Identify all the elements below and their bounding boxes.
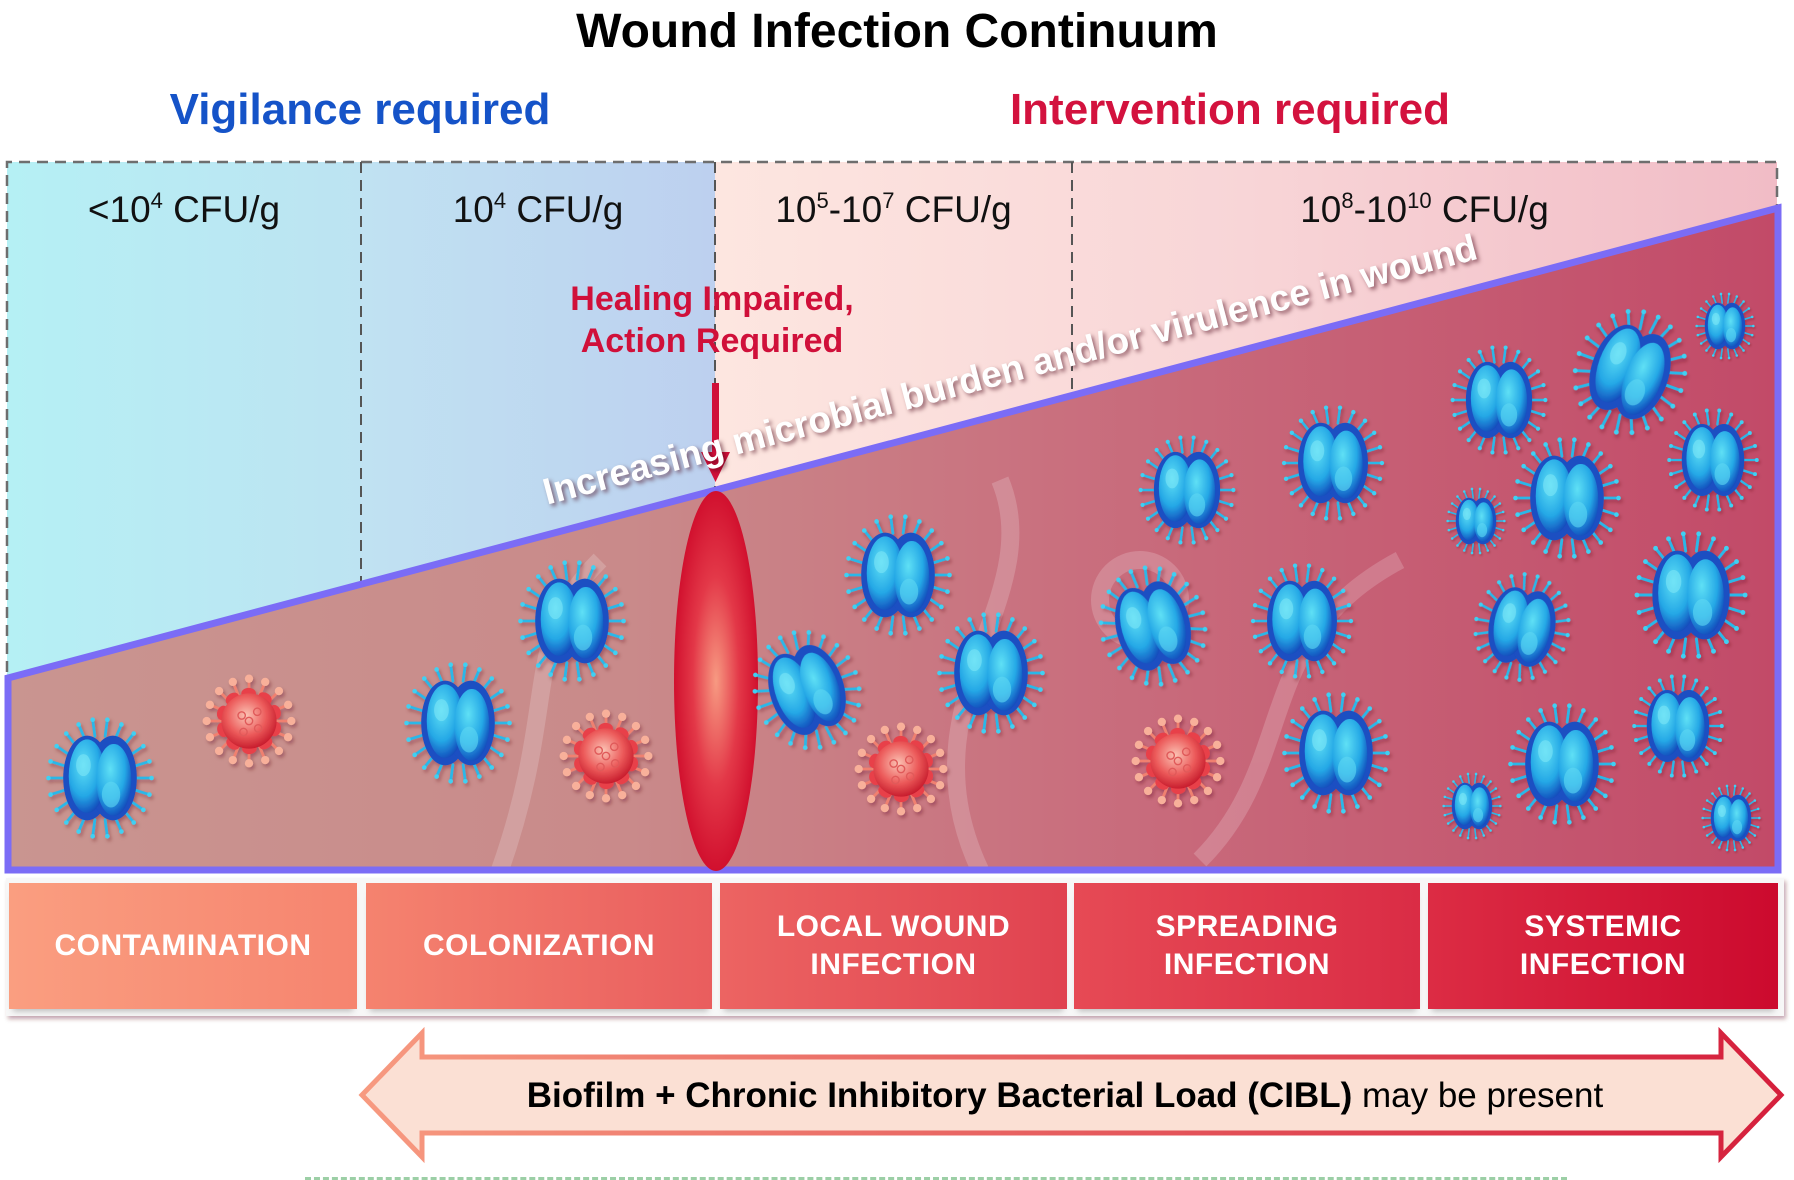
load-unit: CFU/g — [894, 189, 1012, 230]
stage-label: COLONIZATION — [422, 929, 656, 962]
load-exponent: 8 — [1341, 188, 1354, 213]
bacterium-icon — [1098, 565, 1208, 687]
bacterium-icon — [1282, 692, 1390, 814]
stage-label-line-1: SPREADING — [1155, 910, 1339, 943]
load-exponent: 5 — [816, 188, 829, 213]
virus-icon — [559, 709, 653, 803]
load-unit: CFU/g — [1431, 189, 1549, 230]
stage-label-line-1: LOCAL WOUND — [776, 910, 1011, 943]
bacterium-icon — [1513, 437, 1621, 559]
bacterium-icon — [404, 662, 512, 784]
bacterium-icon — [1667, 408, 1759, 512]
load-value: 10 — [1300, 189, 1342, 230]
load-label-2: 104 CFU/g — [361, 188, 715, 232]
load-exponent: 7 — [882, 188, 895, 213]
load-exponent: 4 — [150, 188, 163, 213]
stage-4-bg — [1074, 883, 1420, 1009]
bacterium-icon — [1632, 674, 1724, 778]
stage-3-bg — [720, 883, 1067, 1009]
bacterium-icon — [1473, 572, 1571, 682]
load-range-separator: -10 — [1353, 189, 1408, 230]
bacterium-icon — [1281, 405, 1385, 521]
stage-5-bg — [1428, 883, 1778, 1009]
load-zone-outline — [5, 160, 1779, 870]
biofilm-cibl-bold-text: Biofilm + Chronic Inhibitory Bacterial L… — [526, 1076, 1353, 1115]
load-label-3: 105-107 CFU/g — [715, 188, 1072, 232]
load-value: 10 — [775, 189, 817, 230]
bacterium-icon — [1634, 531, 1748, 659]
bacterium-icon — [1442, 772, 1502, 840]
stage-local-wound-infection: LOCAL WOUND INFECTION — [720, 883, 1067, 1009]
bacterium-icon — [1138, 435, 1236, 545]
load-exponent: 4 — [493, 188, 507, 213]
load-range-separator: -10 — [828, 189, 883, 230]
load-unit: CFU/g — [162, 189, 281, 230]
bacterium-icon — [518, 560, 626, 682]
bacterium-icon — [844, 514, 952, 636]
healing-threshold-marker — [674, 491, 758, 871]
virus-icon — [1131, 714, 1225, 808]
load-unit: CFU/g — [506, 189, 624, 230]
vigilance-required-label: Vigilance required — [169, 85, 551, 134]
bacterium-icon — [1695, 292, 1755, 360]
load-label-1: <104 CFU/g — [7, 188, 361, 232]
load-value: <10 — [87, 189, 151, 230]
virus-icon — [202, 674, 296, 768]
bacterium-icon — [1446, 487, 1506, 555]
callout-arrow-head — [701, 452, 730, 482]
intervention-required-label: Intervention required — [1009, 85, 1451, 134]
stage-systemic-infection: SYSTEMIC INFECTION — [1428, 883, 1778, 1009]
footer-dashed-rule — [305, 1177, 1567, 1180]
stage-2-bg — [366, 883, 712, 1009]
stage-label-line-1: SYSTEMIC — [1524, 910, 1682, 943]
stage-label: CONTAMINATION — [54, 929, 312, 962]
bacterium-icon — [1572, 309, 1688, 435]
biofilm-cibl-label: Biofilm + Chronic Inhibitory Bacterial L… — [400, 1074, 1730, 1118]
biofilm-double-arrow — [358, 1026, 1785, 1164]
wedge-border — [4, 203, 1782, 874]
load-label-4: 108-1010 CFU/g — [1072, 188, 1777, 232]
bacterium-icon — [937, 612, 1045, 734]
stage-label-line-2: INFECTION — [1519, 948, 1687, 981]
organisms-layer — [46, 292, 1761, 852]
bacterium-icon — [46, 717, 154, 839]
stage-colonization: COLONIZATION — [366, 883, 712, 1009]
load-value: 10 — [452, 189, 494, 230]
healing-impaired-callout: Healing Impaired, Action Required — [520, 278, 904, 362]
callout-line-2: Action Required — [580, 322, 844, 360]
stage-1-bg — [9, 883, 357, 1009]
stage-label-line-2: INFECTION — [810, 948, 977, 981]
biofilm-cibl-note: may be present — [1352, 1076, 1604, 1115]
bacterium-icon — [1450, 345, 1548, 455]
virus-icon — [854, 722, 948, 816]
bacterium-icon — [1250, 563, 1354, 679]
bacterium-icon — [1701, 784, 1761, 852]
load-exponent: 10 — [1407, 188, 1432, 213]
callout-arrow-shaft — [712, 383, 719, 455]
diagram-title: Wound Infection Continuum — [576, 5, 1218, 58]
stage-label-line-2: INFECTION — [1163, 948, 1331, 981]
bacterium-icon — [1508, 703, 1616, 825]
bacterium-icon — [752, 630, 862, 750]
stage-contamination: CONTAMINATION — [9, 883, 357, 1009]
callout-line-1: Healing Impaired, — [570, 280, 854, 318]
stage-spreading-infection: SPREADING INFECTION — [1074, 883, 1420, 1009]
